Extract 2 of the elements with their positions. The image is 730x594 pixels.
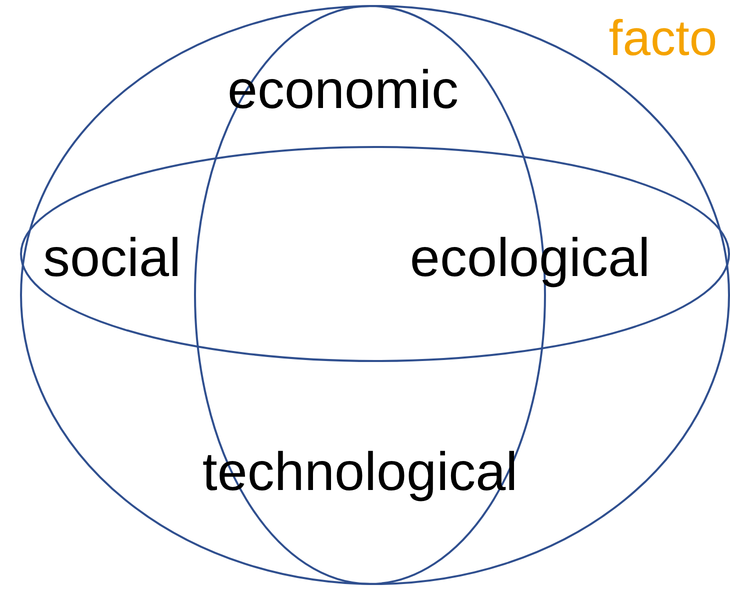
category-label: social [42, 231, 182, 285]
heading-text: facto [608, 13, 718, 63]
